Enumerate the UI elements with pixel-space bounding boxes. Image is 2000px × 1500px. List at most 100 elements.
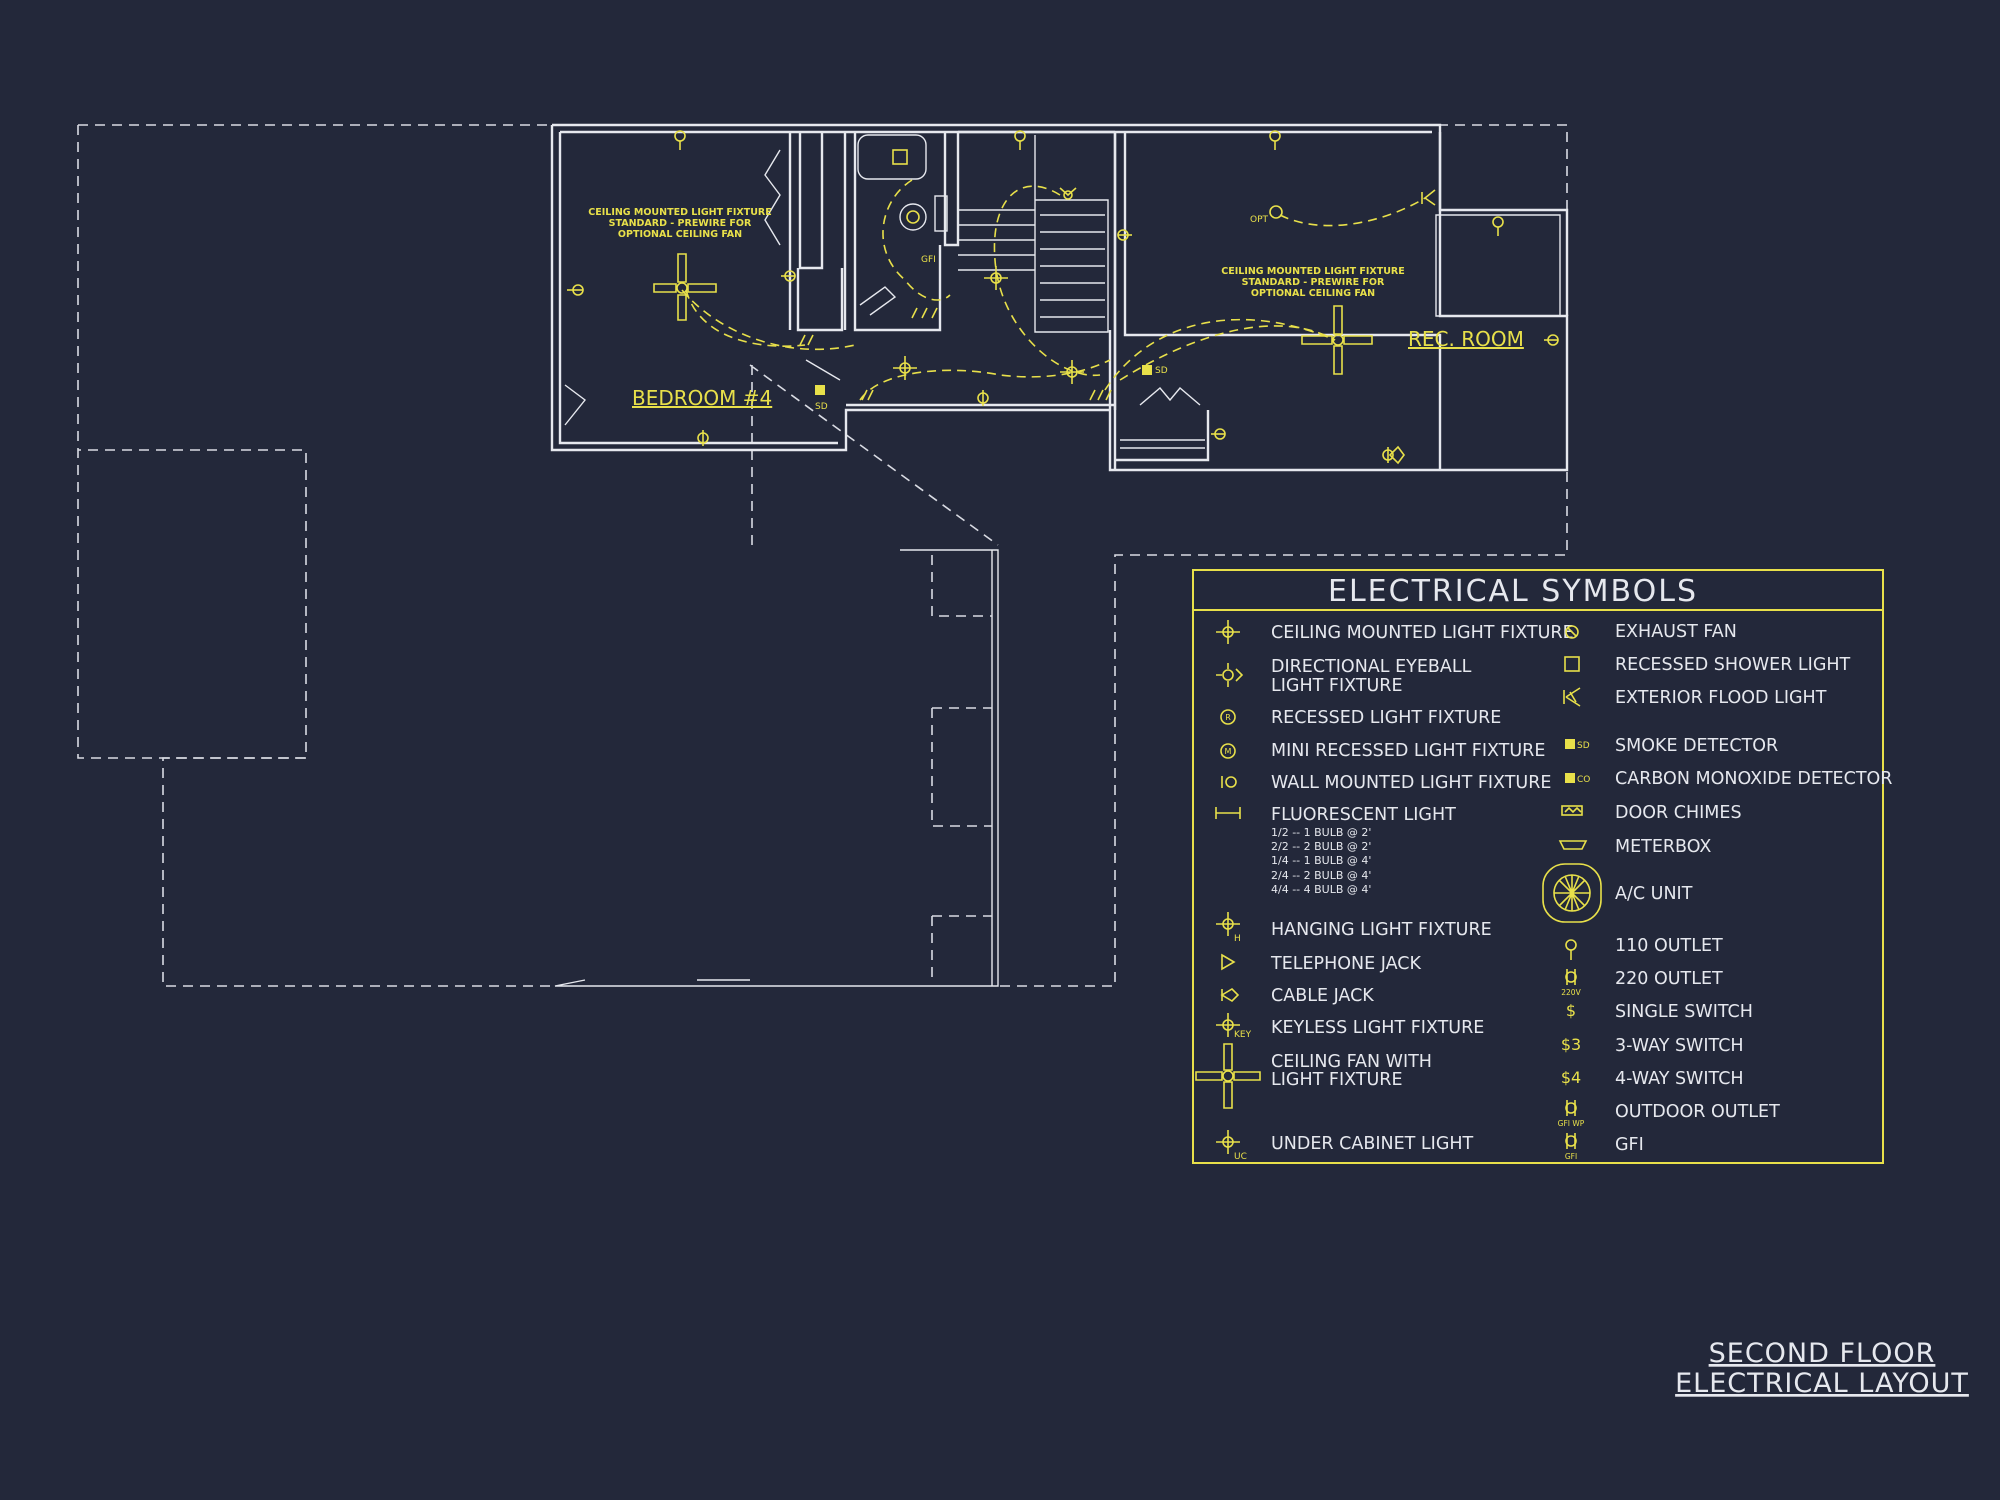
wiring — [681, 179, 1426, 401]
shower-light-icon — [892, 149, 908, 165]
floor-walls — [550, 123, 1569, 472]
legend-label: UNDER CABINET LIGHT — [1271, 1134, 1474, 1154]
exhaust-fan-legend-icon — [1565, 625, 1579, 639]
legend-label: A/C UNIT — [1615, 884, 1693, 904]
legend-label: LIGHT FIXTURE — [1271, 1070, 1403, 1090]
legend-label: TELEPHONE JACK — [1270, 954, 1421, 974]
ceiling-light-icon — [1216, 620, 1240, 644]
outlet-icon — [1544, 334, 1559, 346]
legend-label: SMOKE DETECTOR — [1615, 736, 1778, 756]
legend-symbol-text: H — [1234, 934, 1241, 944]
smoke-detector-legend-icon: SD — [1565, 739, 1590, 751]
legend-label: METERBOX — [1615, 837, 1711, 857]
legend-symbol-text: SD — [1577, 741, 1590, 751]
ceiling-fan-icon — [1195, 1043, 1261, 1109]
cable-icon — [1220, 987, 1240, 1003]
outlet-icon — [1382, 447, 1394, 463]
smoke-detector-icon — [1142, 365, 1152, 375]
plan-text: CEILING MOUNTED LIGHT FIXTURE STANDARD -… — [588, 207, 1524, 412]
legend-symbol-text: UC — [1234, 1152, 1247, 1162]
legend-label: EXHAUST FAN — [1615, 622, 1737, 642]
three-way-switch-icon: $3 — [1561, 1035, 1581, 1054]
smoke-detector-icon — [815, 385, 825, 395]
legend-sublabel: 2/2 -- 2 BULB @ 2' — [1271, 840, 1371, 853]
door-chime-legend-icon — [1561, 805, 1583, 816]
opt-label: OPT — [1250, 215, 1269, 225]
legend-sublabel: 1/4 -- 1 BULB @ 4' — [1271, 854, 1371, 867]
recessed-light-icon — [1269, 205, 1283, 219]
outlet-icon — [1117, 229, 1132, 241]
rec-ceiling-fan-icon — [1301, 305, 1373, 375]
legend-label: OUTDOOR OUTLET — [1615, 1102, 1780, 1122]
legend-symbol-text: R — [1225, 713, 1231, 722]
room-label-rec: REC. ROOM — [1408, 327, 1524, 351]
legend-label: 4-WAY SWITCH — [1615, 1069, 1744, 1089]
outlet-icon — [1269, 130, 1281, 150]
legend-label: RECESSED LIGHT FIXTURE — [1271, 708, 1501, 728]
legend-label: LIGHT FIXTURE — [1271, 676, 1403, 696]
plan-symbols — [567, 130, 1559, 465]
ac-unit-legend-icon — [1542, 863, 1602, 923]
bedroom-note-line: STANDARD - PREWIRE FOR — [609, 218, 752, 229]
rec-note-line: CEILING MOUNTED LIGHT FIXTURE — [1221, 266, 1404, 277]
switch-icon — [1089, 389, 1112, 401]
legend-label: DOOR CHIMES — [1615, 803, 1742, 823]
switch-icon — [799, 334, 814, 346]
outlet-icon — [674, 130, 686, 150]
legend-symbol-text: GFI WP — [1558, 1119, 1585, 1128]
legend-label: SINGLE SWITCH — [1615, 1002, 1753, 1022]
caption-line-1: SECOND FLOOR — [1709, 1338, 1936, 1369]
mini-recessed-icon: M — [1220, 743, 1236, 759]
legend: ELECTRICAL SYMBOLS R M H KEY UC CEILING … — [1192, 569, 1892, 1164]
outlet-icon — [781, 270, 796, 282]
stair-ceiling-light-icon — [984, 266, 1008, 290]
legend-symbol-text: KEY — [1234, 1030, 1252, 1040]
caption-line-2: ELECTRICAL LAYOUT — [1675, 1368, 1969, 1399]
legend-label: RECESSED SHOWER LIGHT — [1615, 655, 1851, 675]
door-chime-icon — [1388, 445, 1405, 465]
legend-symbol-text: 220V — [1561, 988, 1581, 997]
rec-note-line: STANDARD - PREWIRE FOR — [1242, 277, 1385, 288]
eyeball-icon — [1216, 663, 1244, 687]
legend-sublabel: 4/4 -- 4 BULB @ 4' — [1271, 883, 1371, 896]
switch-icon — [861, 389, 874, 401]
keyless-icon: KEY — [1216, 1013, 1252, 1040]
fluorescent-icon — [1215, 807, 1241, 819]
legend-sublabel: 1/2 -- 1 BULB @ 2' — [1271, 826, 1371, 839]
drawing-caption: SECOND FLOOR ELECTRICAL LAYOUT — [1675, 1338, 1969, 1399]
eyeball-light-icon — [1059, 187, 1077, 200]
legend-label: CARBON MONOXIDE DETECTOR — [1615, 769, 1892, 789]
telephone-icon — [1221, 953, 1236, 971]
sd-label: SD — [1155, 366, 1168, 376]
legend-label: EXTERIOR FLOOD LIGHT — [1615, 688, 1827, 708]
gfi-legend-icon: GFI — [1565, 1133, 1577, 1161]
exhaust-fan-icon — [906, 210, 920, 224]
legend-label: CABLE JACK — [1271, 986, 1374, 1006]
outlet-icon — [1014, 130, 1026, 150]
room-label-bedroom: BEDROOM #4 — [632, 386, 772, 410]
legend-label: KEYLESS LIGHT FIXTURE — [1271, 1018, 1484, 1038]
hanging-light-icon: H — [1216, 912, 1241, 944]
sd-label: SD — [815, 402, 828, 412]
outlet-220-legend-icon: 220V — [1561, 969, 1582, 997]
outlet-110-legend-icon — [1565, 939, 1577, 960]
legend-symbol-text: M — [1225, 747, 1232, 756]
lower-wing — [554, 549, 999, 987]
legend-sublabel: 2/4 -- 2 BULB @ 4' — [1271, 869, 1371, 882]
rec-note-line: OPTIONAL CEILING FAN — [1251, 288, 1375, 299]
shower-light-legend-icon — [1564, 656, 1580, 672]
flood-light-icon — [1421, 189, 1436, 206]
bedroom-note-line: CEILING MOUNTED LIGHT FIXTURE — [588, 207, 771, 218]
outlet-icon — [977, 390, 989, 406]
outlet-icon — [567, 284, 584, 296]
legend-title: ELECTRICAL SYMBOLS — [1328, 574, 1698, 609]
four-way-switch-icon: $4 — [1561, 1068, 1581, 1087]
legend-symbol-text: CO — [1577, 775, 1590, 785]
legend-label: 3-WAY SWITCH — [1615, 1036, 1744, 1056]
wall-light-icon — [1221, 776, 1237, 788]
co-detector-legend-icon: CO — [1565, 773, 1590, 785]
gfi-label: GFI — [921, 255, 936, 265]
legend-symbol-text: GFI — [1565, 1152, 1577, 1161]
recessed-icon: R — [1220, 709, 1236, 725]
